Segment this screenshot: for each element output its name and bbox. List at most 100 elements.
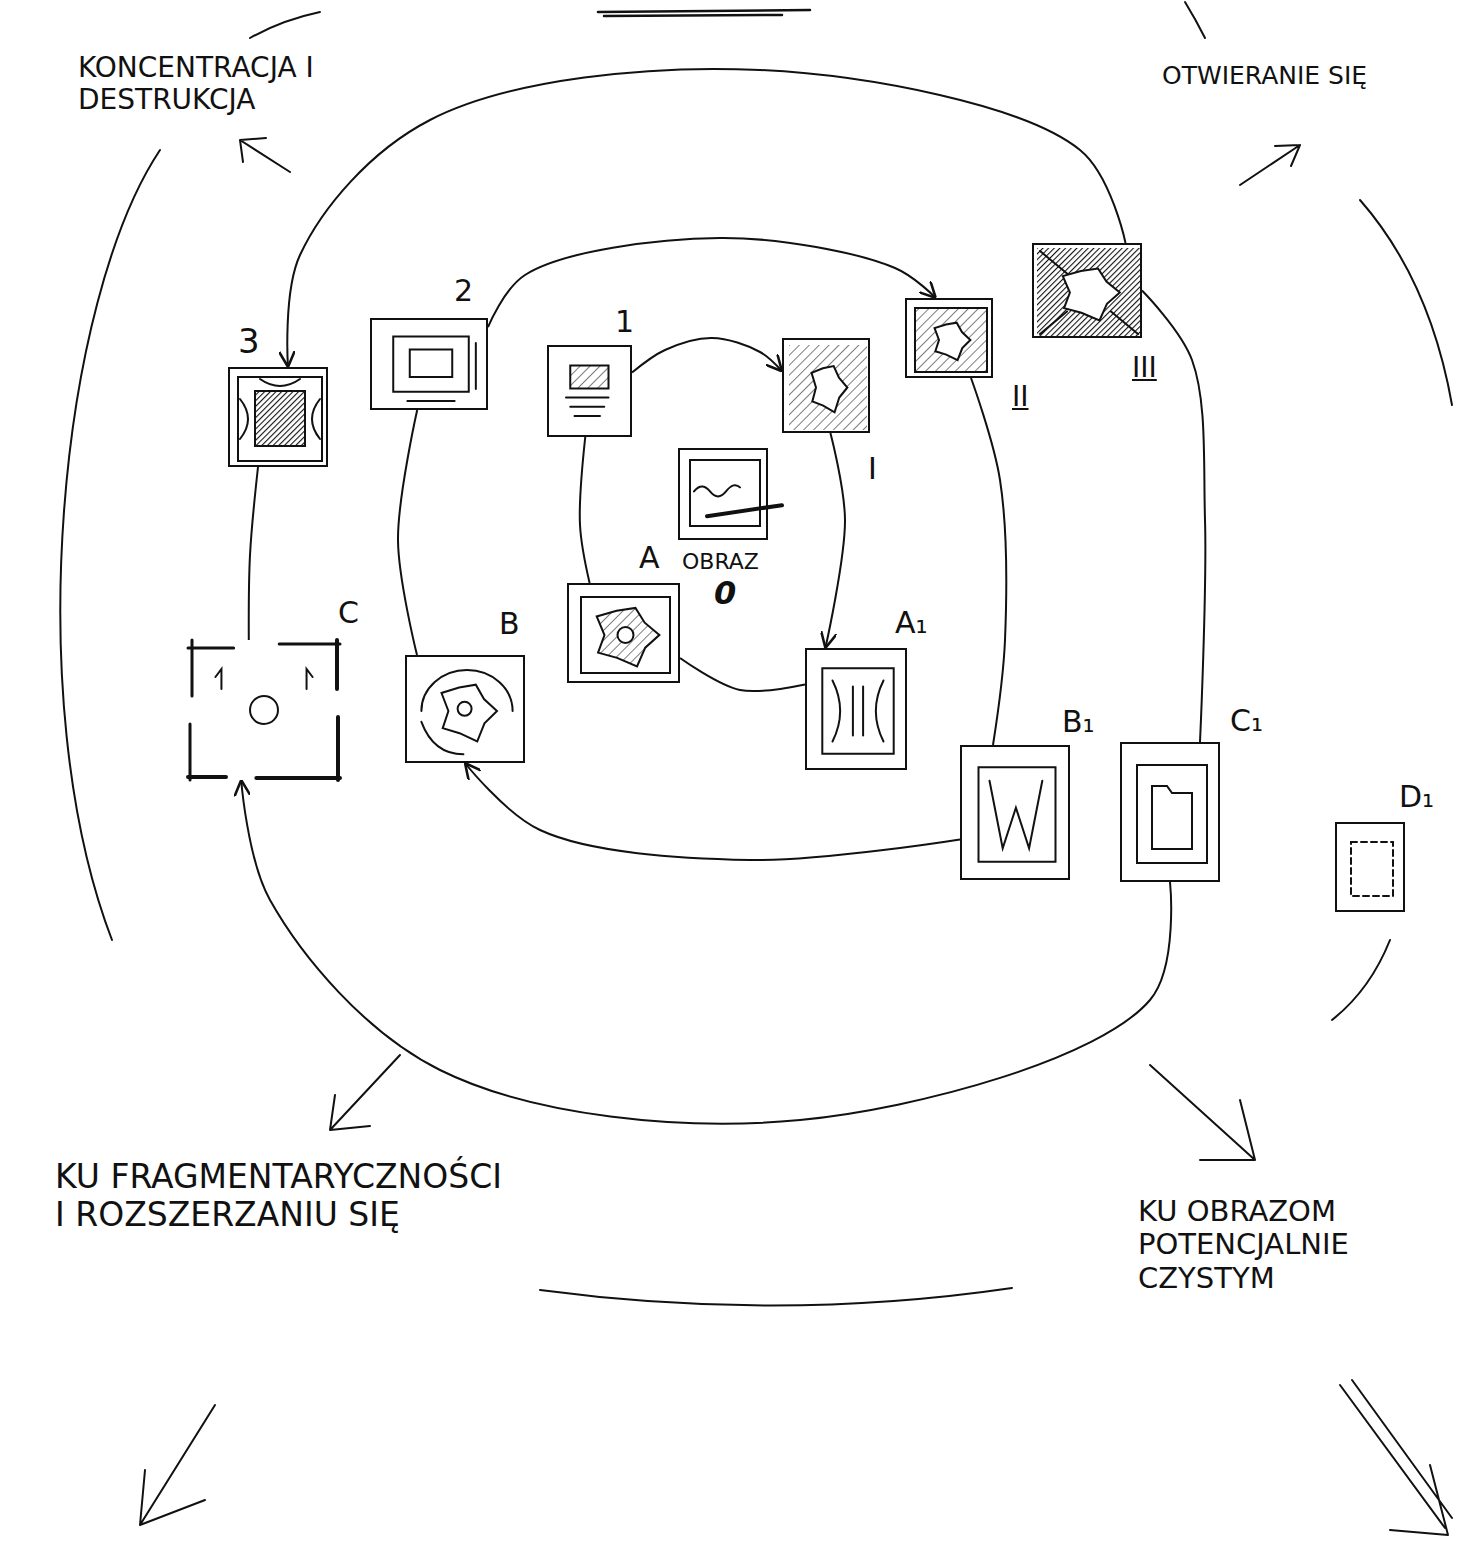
- picture-box: III: [1032, 243, 1142, 338]
- callout-number: 0: [714, 576, 736, 611]
- label-holder: 3: [238, 323, 260, 360]
- sketch-stroke: [1351, 842, 1393, 896]
- label-holder: A₁: [895, 606, 928, 639]
- callout-number: D₁: [1399, 780, 1434, 813]
- sketch-stroke: [188, 644, 340, 648]
- picture-box: A: [567, 583, 680, 683]
- sketch-stroke: [1137, 765, 1207, 863]
- cycle-connector: [632, 338, 782, 373]
- sketch-stroke: [812, 366, 848, 412]
- cycle-connector: [287, 69, 1125, 367]
- direction-arrow: [1150, 1065, 1255, 1160]
- sketch-stroke: [393, 337, 469, 392]
- outer-arc: [1332, 940, 1390, 1020]
- sketch-stroke: [597, 608, 660, 666]
- sketch-stroke: [876, 681, 884, 742]
- sketch-stroke: [915, 308, 987, 372]
- picture-box: 1: [547, 345, 632, 437]
- label-holder: KU FRAGMENTARYCZNOŚCI I ROZSZERZANIU SIĘ: [55, 1158, 515, 1234]
- label-holder: 1: [615, 305, 634, 338]
- direction-note: OTWIERANIE SIĘ: [1162, 62, 1472, 91]
- direction-arrow: [240, 138, 290, 172]
- sketch-stroke: [789, 345, 867, 430]
- picture-box: I: [782, 338, 870, 433]
- sketch-stroke: [475, 343, 477, 389]
- cycle-connector: [971, 378, 1006, 745]
- sketch-stroke: [255, 391, 305, 446]
- picture-sketch: [188, 640, 340, 780]
- sketch-stroke: [822, 668, 893, 753]
- direction-arrow: [1240, 145, 1300, 185]
- sketch-stroke: [833, 681, 841, 742]
- sketch-stroke: [188, 777, 340, 778]
- label-holder: B₁: [1062, 705, 1095, 738]
- picture-sketch: [807, 650, 909, 772]
- cycle-connector: [825, 433, 845, 648]
- sketch-stroke: [581, 597, 670, 673]
- picture-sketch: [1122, 744, 1222, 884]
- picture-sketch: [230, 369, 330, 469]
- label-holder: 2: [454, 274, 473, 307]
- cycle-connector: [465, 763, 960, 860]
- sketch-stroke: [1152, 786, 1192, 849]
- picture-box: C₁: [1120, 742, 1220, 882]
- sketch-stroke: [407, 400, 454, 402]
- sketch-stroke: [853, 687, 863, 736]
- sketch-stroke: [215, 669, 312, 689]
- sketch-stroke: [707, 505, 782, 516]
- sketch-stroke: [618, 627, 634, 643]
- label-holder: II: [1012, 382, 1029, 413]
- sketch-stroke: [1040, 251, 1138, 334]
- sketch-stroke: [458, 702, 472, 716]
- direction-note: KONCENTRACJA I DESTRUKCJA: [78, 52, 378, 116]
- picture-box: OBRAZ0: [678, 448, 768, 540]
- callout-number: 2: [454, 274, 473, 307]
- sketch-stroke: [312, 399, 320, 439]
- picture-box: II: [905, 298, 993, 378]
- sketch-stroke: [990, 781, 1043, 849]
- picture-sketch: [549, 347, 634, 439]
- direction-arrow: [140, 1405, 215, 1525]
- top-stroke: [598, 10, 810, 16]
- cycle-connector: [249, 467, 258, 640]
- picture-box: C: [188, 640, 340, 780]
- cycle-connector: [488, 238, 936, 327]
- outer-arc: [540, 1288, 1012, 1306]
- label-holder: C: [338, 596, 359, 629]
- callout-number: OBRAZ: [682, 550, 759, 574]
- picture-box: 3: [228, 367, 328, 467]
- outer-arc: [1360, 200, 1452, 405]
- label-holder: OBRAZ: [682, 550, 759, 574]
- sketch-stroke: [260, 379, 300, 386]
- sketch-stroke: [190, 640, 192, 780]
- label-holder: KU OBRAZOM POTENCJALNIE CZYSTYM: [1138, 1195, 1468, 1295]
- outer-arc: [250, 12, 320, 38]
- label-holder: III: [1132, 353, 1157, 384]
- label-holder: C₁: [1230, 704, 1263, 737]
- picture-box: A₁: [805, 648, 907, 770]
- cycle-connector: [241, 780, 1171, 1124]
- callout-number: 1: [615, 305, 634, 338]
- sketch-stroke: [410, 349, 452, 377]
- picture-sketch: [372, 320, 490, 412]
- cycle-connector: [398, 410, 417, 655]
- sketch-stroke: [570, 365, 608, 388]
- outer-arc: [60, 150, 160, 940]
- label-holder: 0: [714, 576, 736, 611]
- direction-arrow: [330, 1055, 400, 1130]
- sketch-stroke: [250, 696, 278, 724]
- callout-number: III: [1132, 353, 1157, 384]
- picture-box: B: [405, 655, 525, 763]
- sketch-stroke: [1037, 248, 1141, 337]
- label-holder: I: [868, 452, 877, 485]
- label-holder: OTWIERANIE SIĘ: [1162, 62, 1472, 91]
- picture-box: D₁: [1335, 822, 1405, 912]
- callout-number: A: [639, 541, 660, 574]
- picture-box: B₁: [960, 745, 1070, 880]
- callout-number: A₁: [895, 606, 928, 639]
- direction-arrow: [1340, 1380, 1452, 1535]
- cycle-connector: [580, 437, 590, 583]
- callout-number: 3: [238, 323, 260, 360]
